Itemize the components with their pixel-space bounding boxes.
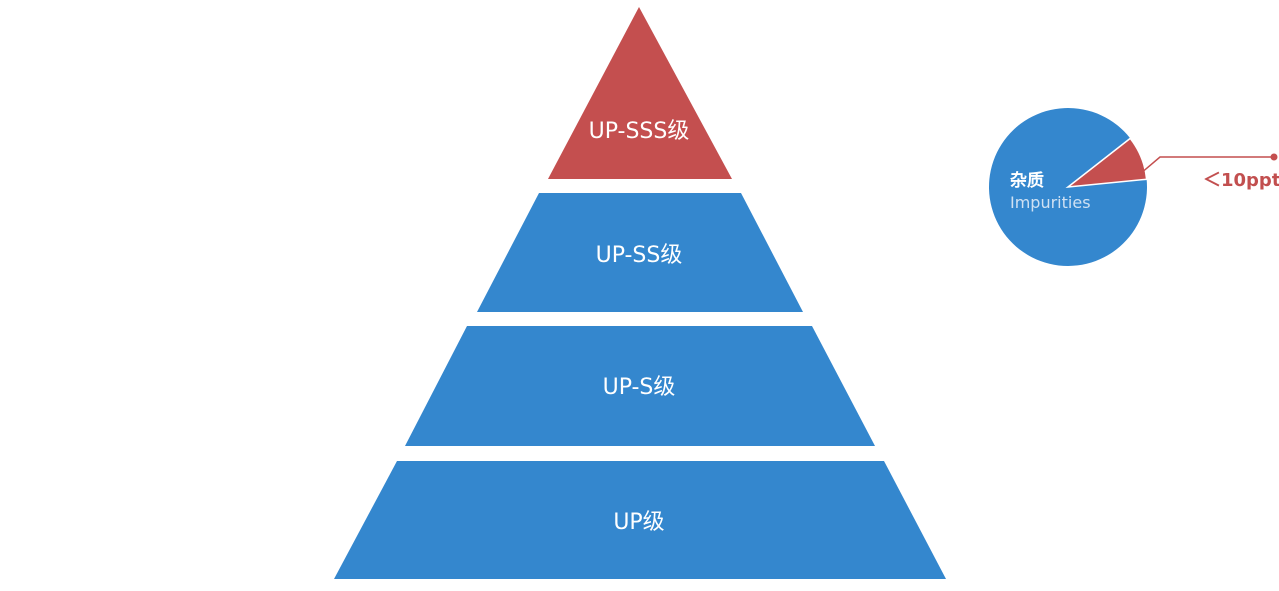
callout-leader-line bbox=[1139, 156, 1274, 175]
pyramid-tier-up bbox=[334, 461, 946, 579]
pyramid-tier-sss bbox=[548, 7, 732, 179]
pie-slice-impurity bbox=[1065, 137, 1148, 188]
callout-value: ＜10ppt bbox=[1203, 170, 1279, 191]
tier-label-up: UP级 bbox=[613, 510, 664, 535]
tier-label-s: UP-S级 bbox=[603, 375, 676, 400]
purity-pyramid: UP-SSS级 UP-SS级 UP-S级 UP级 bbox=[334, 7, 946, 579]
callout-leader-dot bbox=[1270, 153, 1278, 161]
tier-label-sss: UP-SSS级 bbox=[589, 119, 690, 144]
tier-label-ss: UP-SS级 bbox=[596, 243, 683, 268]
pyramid-tier-ss bbox=[477, 193, 803, 312]
pie-title: 杂质 bbox=[1010, 170, 1044, 191]
pyramid-tier-s bbox=[405, 326, 875, 446]
pie-subtitle: Impurities bbox=[1010, 193, 1091, 212]
impurity-pie: 杂质 Impurities ＜10ppt bbox=[988, 107, 1279, 266]
